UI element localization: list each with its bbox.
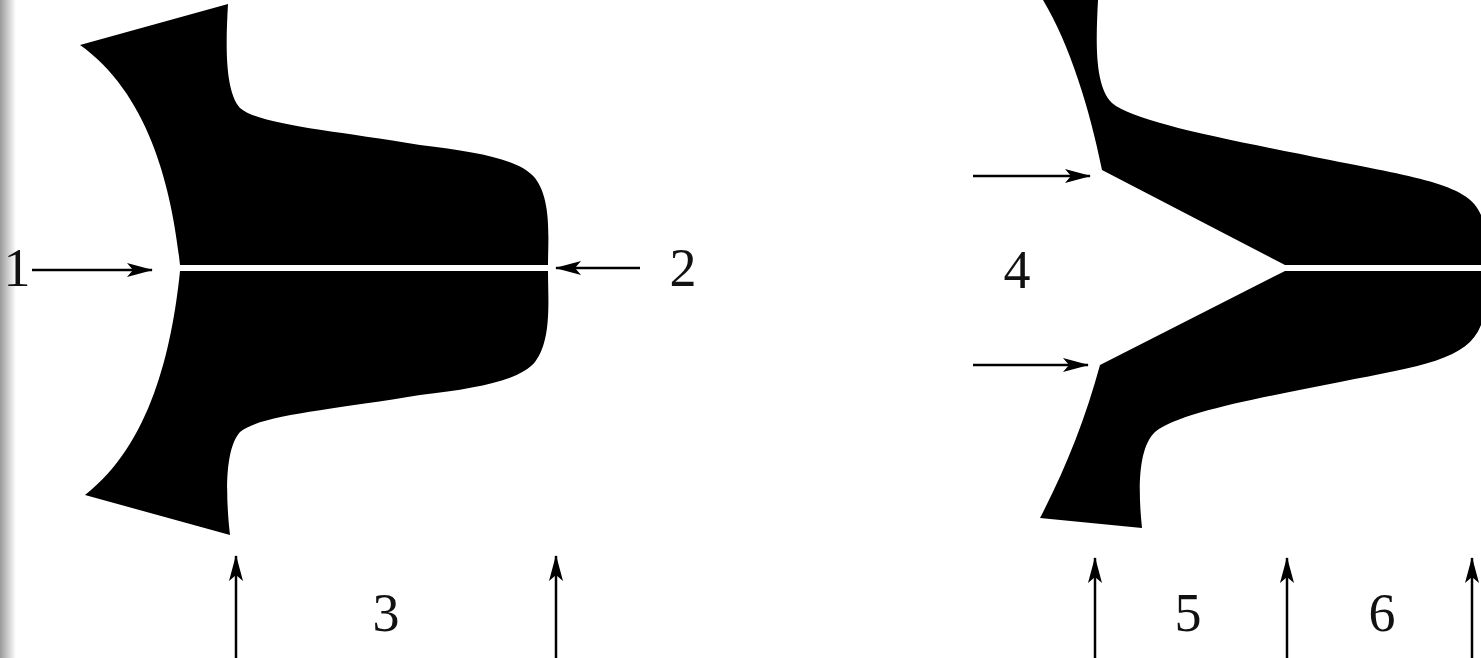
callout-number: 4 bbox=[1004, 243, 1031, 297]
callout-number: 5 bbox=[1175, 586, 1202, 640]
edge-shade bbox=[0, 0, 16, 658]
callout-number: 1 bbox=[4, 241, 31, 295]
callout-number: 6 bbox=[1369, 586, 1396, 640]
pointer-arrows bbox=[32, 176, 1472, 658]
callout-number: 3 bbox=[373, 586, 400, 640]
callout-number: 2 bbox=[670, 241, 697, 295]
open-glottis bbox=[1040, 0, 1481, 528]
